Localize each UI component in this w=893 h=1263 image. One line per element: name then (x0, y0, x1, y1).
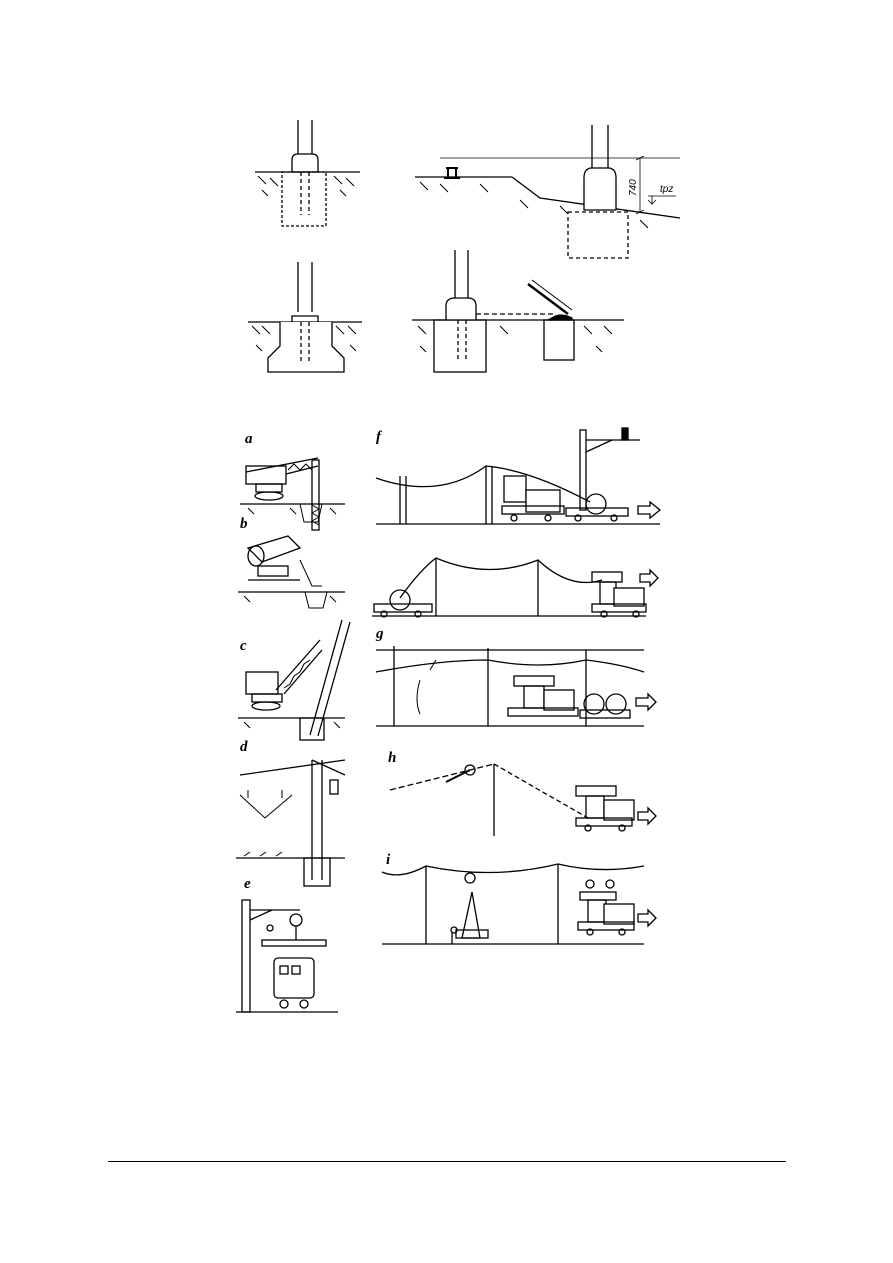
level-label: tpz (660, 184, 673, 195)
panel-d-mast-with-crossarm (236, 759, 346, 887)
panel-label-a: a (245, 431, 253, 447)
panel-label-i: i (386, 852, 391, 868)
panel-label-c: c (240, 638, 247, 654)
panel-label-g: g (375, 626, 384, 642)
foundation-stepped (248, 262, 362, 373)
panel-label-f: f (376, 429, 383, 445)
dimension-label: 740 (628, 179, 639, 196)
panel-label-h: h (388, 750, 396, 766)
panel-g-wire-tensioning (375, 646, 657, 727)
panel-a-drilling-crane (240, 457, 345, 531)
panel-f-wire-pulling (375, 427, 662, 525)
panel-b-concrete-mixer (238, 535, 345, 609)
foundation-block-shallow (255, 120, 360, 227)
panel-e-maintenance-wagon (236, 899, 338, 1013)
panel-h-catenary-hanging (389, 763, 657, 836)
panel-i-final-adjustment (381, 863, 657, 945)
panel-c-mast-erection-crane (238, 619, 351, 741)
panel-label-b: b (240, 516, 248, 532)
panel-label-d: d (240, 739, 248, 755)
panel-f-second-row (372, 557, 659, 618)
foundation-with-anchor (412, 250, 624, 373)
footer-rule (108, 1161, 786, 1162)
foundation-block-embankment (415, 125, 681, 259)
panel-label-e: e (244, 876, 251, 892)
